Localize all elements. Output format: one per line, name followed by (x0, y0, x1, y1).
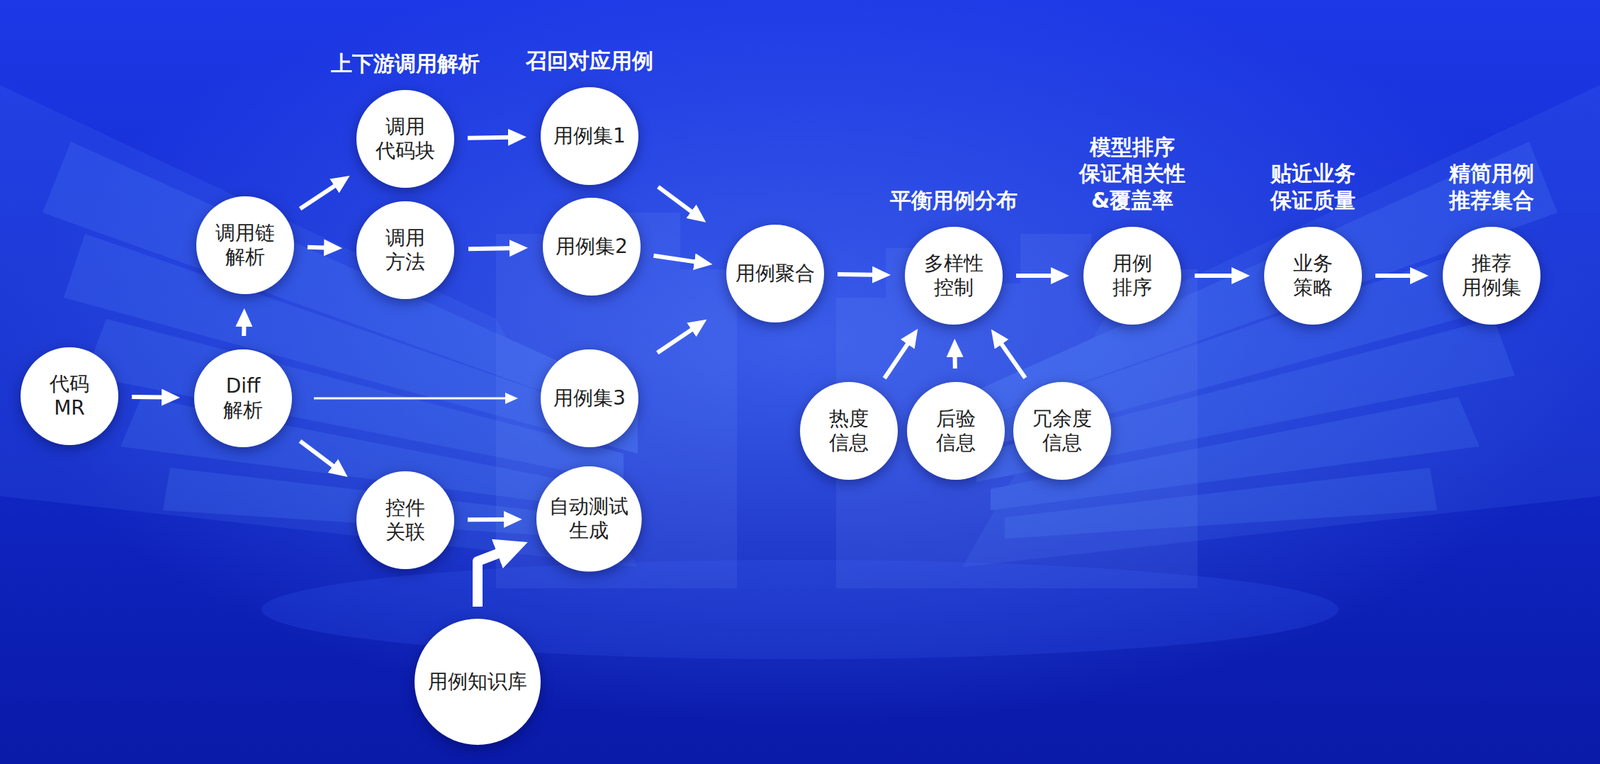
process-circle: 用例知识库 (413, 617, 542, 746)
circle-fill (542, 197, 641, 296)
node-label: 用例 排序 (1112, 251, 1153, 300)
flow-arrow (653, 255, 695, 263)
node-label: 业务 策略 (1293, 251, 1333, 300)
flow-arrow (1001, 343, 1026, 378)
flow-arrow (468, 248, 511, 249)
node-label: 推荐 用例集 (1461, 251, 1522, 300)
flow-arrow (313, 397, 506, 400)
process-circle: 调用 方法 (355, 200, 455, 300)
circle-fill (194, 349, 292, 448)
process-circle: 用例集2 (542, 196, 642, 297)
node-label: 后验 信息 (936, 406, 976, 455)
node-label: 自动测试 生成 (549, 494, 629, 543)
flow-arrow (467, 517, 505, 522)
process-circle: 贴近业务 保证质量业务 策略 (1263, 226, 1363, 326)
circle-fill (904, 226, 1003, 325)
node-label: 用例集3 (553, 386, 626, 411)
circle-fill (540, 349, 639, 448)
stage-heading: 贴近业务 保证质量 (1270, 160, 1356, 214)
flow-arrow (300, 185, 336, 210)
node-label: 多样性 控制 (924, 251, 984, 300)
stage-heading: 精简用例 推荐集合 (1449, 160, 1535, 214)
floor-glow (261, 559, 1339, 659)
process-circle: 调用链 解析 (195, 195, 295, 295)
circle-fill (906, 381, 1005, 480)
circle-fill (1013, 381, 1112, 480)
stage-heading: 平衡用例分布 (889, 187, 1018, 214)
circle-fill (414, 618, 541, 745)
process-circle: 用例聚合 (725, 223, 825, 324)
circle-fill (356, 89, 455, 188)
flow-arrow (307, 245, 325, 251)
node-label: 控件 关联 (385, 496, 426, 544)
circle-fill (1264, 226, 1362, 325)
circle-fill (800, 381, 898, 480)
process-circle: 自动测试 生成 (535, 465, 643, 573)
process-circle: Diff 解析 (193, 348, 293, 448)
node-label: 热度 信息 (829, 406, 869, 455)
process-circle: 冗余度 信息 (1012, 381, 1112, 481)
process-circle: 控件 关联 (355, 470, 455, 570)
node-label: 用例知识库 (427, 669, 528, 694)
stage-heading: 召回对应用例 (525, 47, 654, 75)
process-circle: 后验 信息 (906, 381, 1006, 481)
circle-fill (536, 466, 642, 572)
flow-arrow (131, 394, 163, 400)
circle-fill (1442, 226, 1541, 325)
node-label: 调用 方法 (385, 226, 426, 274)
circle-fill (356, 471, 455, 569)
flow-arrow (300, 440, 334, 466)
flow-arrow (953, 356, 958, 369)
flow-arrow (1194, 273, 1233, 278)
node-label: 用例聚合 (735, 261, 815, 286)
circle-fill (196, 196, 295, 295)
circle-fill (20, 347, 119, 445)
process-circle: 模型排序 保证相关性&覆盖率用例 排序 (1082, 226, 1182, 326)
flow-arrow (467, 135, 509, 141)
node-label: 用例集2 (555, 234, 628, 259)
building (680, 269, 737, 589)
flow-arrow (657, 329, 693, 353)
circle-fill (1083, 226, 1182, 325)
flow-arrow (884, 343, 908, 379)
circle-fill (356, 201, 455, 300)
flow-arrow (1375, 273, 1411, 278)
stage-heading: 上下游调用解析 (330, 50, 480, 78)
node-label: 代码 MR (49, 372, 90, 420)
node-label: 调用链 解析 (215, 221, 275, 269)
flow-arrow (241, 325, 246, 336)
process-circle: 热度 信息 (799, 381, 899, 481)
process-circle: 召回对应用例用例集1 (539, 86, 640, 186)
node-label: 冗余度 信息 (1032, 406, 1092, 455)
flow-arrow (1016, 273, 1052, 278)
process-circle: 上下游调用解析调用 代码块 (355, 89, 455, 189)
node-label: 用例集1 (553, 124, 626, 149)
node-label: 调用 代码块 (375, 114, 436, 163)
node-label: Diff 解析 (223, 374, 263, 422)
flow-arrow (837, 272, 873, 278)
process-circle: 代码 MR (19, 346, 120, 446)
process-circle: 用例集3 (539, 348, 640, 448)
flow-arrow (658, 187, 692, 212)
circle-fill (540, 87, 639, 185)
stage-heading: 模型排序 保证相关性&覆盖率 (1079, 133, 1186, 214)
process-circle: 平衡用例分布多样性 控制 (904, 226, 1004, 326)
flow-arrow (477, 553, 499, 607)
process-circle: 精简用例 推荐集合推荐 用例集 (1441, 226, 1542, 326)
circle-fill (726, 224, 825, 323)
